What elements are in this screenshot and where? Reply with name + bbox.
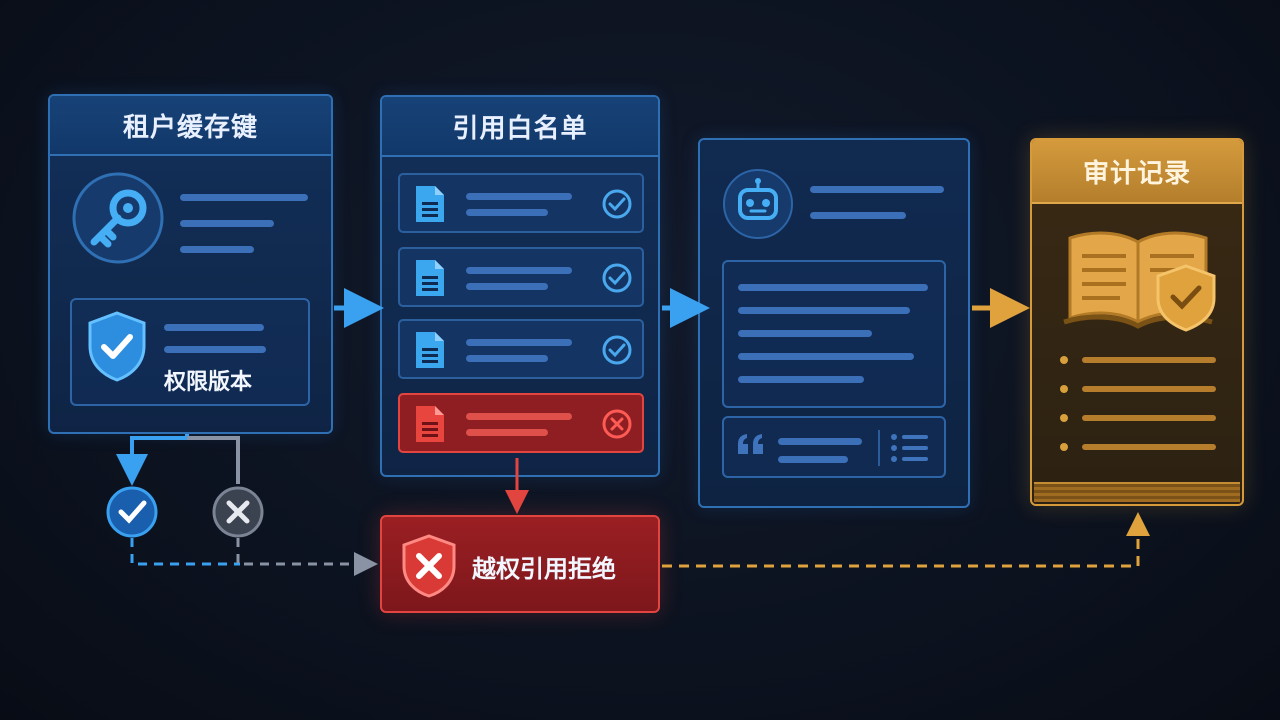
text-line <box>738 307 910 314</box>
audit-log-panel: 审计记录 <box>1030 138 1244 506</box>
shield-x-icon <box>402 534 456 598</box>
text-line <box>180 194 308 201</box>
text-line <box>466 429 548 436</box>
text-line <box>466 283 548 290</box>
divider <box>878 430 880 466</box>
whitelist-item-allowed <box>398 173 644 233</box>
robot-icon <box>723 169 793 239</box>
text-line <box>738 376 864 383</box>
citation-whitelist-title: 引用白名单 <box>382 97 658 157</box>
unauthorized-citation-rejected-box: 越权引用拒绝 <box>380 515 660 613</box>
citation-whitelist-panel: 引用白名单 <box>380 95 660 477</box>
check-circle-icon <box>602 335 632 365</box>
whitelist-item-allowed <box>398 247 644 307</box>
rejection-label: 越权引用拒绝 <box>472 555 616 583</box>
text-line <box>466 413 572 420</box>
denied-status-node <box>212 486 264 538</box>
check-circle-icon <box>602 263 632 293</box>
whitelist-item-allowed <box>398 319 644 379</box>
document-icon <box>416 260 444 296</box>
open-book-shield-icon <box>1063 231 1216 332</box>
book-base <box>1034 482 1240 502</box>
text-line <box>778 456 848 463</box>
tenant-cache-key-panel: 租户缓存键 权限版本 <box>48 94 333 434</box>
text-line <box>466 193 572 200</box>
quote-icon <box>738 434 763 454</box>
text-line <box>180 246 254 253</box>
text-line <box>466 209 548 216</box>
text-line <box>164 346 266 353</box>
allowed-status-node <box>106 486 158 538</box>
text-line <box>738 330 872 337</box>
permission-version-label: 权限版本 <box>164 370 253 395</box>
audit-log-title: 审计记录 <box>1032 140 1242 204</box>
document-icon <box>416 406 444 442</box>
permission-version-card: 权限版本 <box>70 298 310 406</box>
document-icon <box>416 186 444 222</box>
document-icon <box>416 332 444 368</box>
answer-content-box <box>722 260 946 408</box>
citation-box <box>722 416 946 478</box>
assistant-panel <box>698 138 970 508</box>
text-line <box>466 267 572 274</box>
text-line <box>738 284 928 291</box>
text-line <box>164 324 264 331</box>
shield-check-icon <box>88 311 146 382</box>
audit-entries-list <box>1060 356 1216 451</box>
tenant-cache-key-title: 租户缓存键 <box>50 96 331 156</box>
key-icon <box>72 172 164 264</box>
text-line <box>810 186 944 193</box>
text-line <box>738 353 914 360</box>
list-icon <box>891 434 928 462</box>
text-line <box>810 212 906 219</box>
x-circle-icon <box>602 409 632 439</box>
check-circle-icon <box>602 189 632 219</box>
text-line <box>778 438 862 445</box>
whitelist-item-rejected <box>398 393 644 453</box>
text-line <box>180 220 274 227</box>
text-line <box>466 339 572 346</box>
text-line <box>466 355 548 362</box>
